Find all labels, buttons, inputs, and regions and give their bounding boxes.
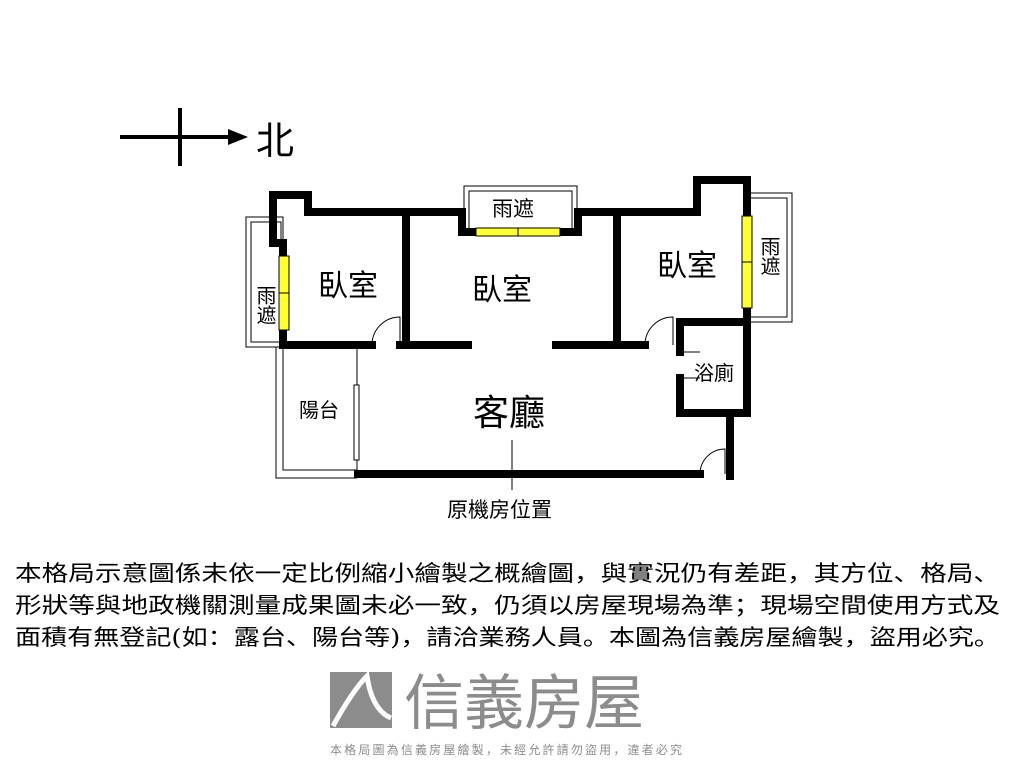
label-balcony: 陽台 bbox=[299, 398, 339, 422]
north-label: 北 bbox=[256, 119, 294, 163]
door-left-bedroom bbox=[371, 316, 401, 346]
disclaimer-line-3: 面積有無登記(如：露台、陽台等)，請洽業務人員。本圖為信義房屋繪製，盜用必究。 bbox=[15, 626, 1000, 651]
disclaimer-line-2: 形狀等與地政機關測量成果圖未必一致，仍須以房屋現場為準；現場空間使用方式及 bbox=[15, 594, 1000, 619]
windows bbox=[278, 215, 753, 331]
label-rain-shield-left: 雨遮 bbox=[253, 285, 277, 325]
label-rain-shield-right: 雨遮 bbox=[757, 236, 781, 276]
label-bedroom-center: 臥室 bbox=[472, 273, 532, 308]
balcony-outline bbox=[275, 345, 360, 479]
arrow-icon bbox=[228, 129, 248, 145]
label-bedroom-right: 臥室 bbox=[657, 249, 717, 284]
label-living-room: 客廳 bbox=[473, 393, 545, 434]
walls bbox=[269, 176, 751, 480]
door-entrance bbox=[699, 448, 726, 475]
label-rain-shield-top: 雨遮 bbox=[492, 197, 534, 221]
label-bathroom: 浴廁 bbox=[694, 361, 734, 385]
door-right-bedroom bbox=[644, 316, 674, 346]
disclaimer-line-1: 本格局示意圖係未依一定比例縮小繪製之概繪圖，與實況仍有差距，其方位、格局、 bbox=[15, 562, 1000, 587]
disclaimer: 本格局示意圖係未依一定比例縮小繪製之概繪圖，與實況仍有差距，其方位、格局、 形狀… bbox=[15, 562, 1000, 651]
label-bedroom-left: 臥室 bbox=[318, 269, 378, 304]
watermark: 信義房屋 本格局圖為信義房屋繪製，未經允許請勿盜用，違者必究 bbox=[330, 669, 682, 757]
label-machine-room: 原機房位置 bbox=[447, 498, 552, 522]
watermark-brand: 信義房屋 bbox=[404, 669, 644, 739]
watermark-notice: 本格局圖為信義房屋繪製，未經允許請勿盜用，違者必究 bbox=[330, 742, 682, 757]
doors bbox=[371, 316, 726, 475]
north-compass: 北 bbox=[120, 108, 294, 166]
